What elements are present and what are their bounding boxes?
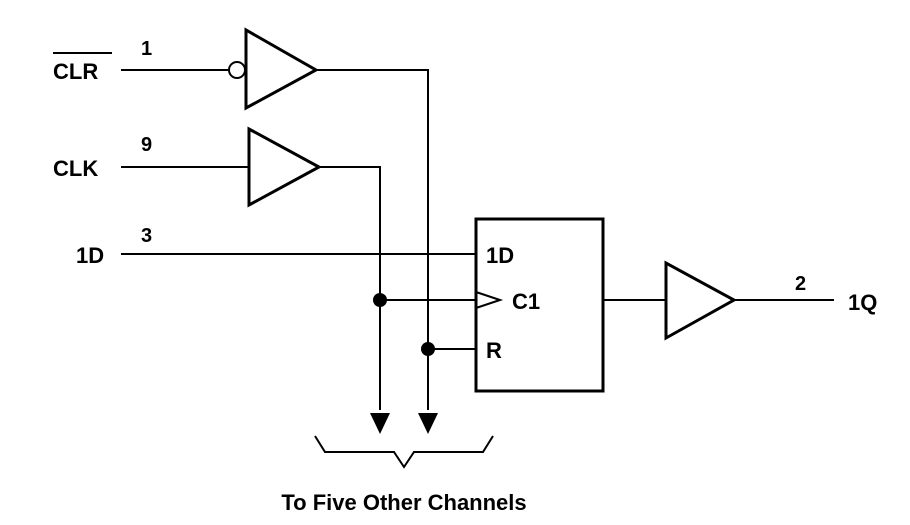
clock-arrow-down [370, 413, 390, 434]
clock-edge-indicator [475, 291, 504, 309]
clr-label: CLR [53, 59, 98, 84]
q-pin-number: 2 [795, 273, 806, 295]
clk-pin-number: 9 [141, 134, 152, 156]
flipflop-box [474, 217, 605, 393]
clk-output-wire [319, 166, 381, 410]
q-label: 1Q [848, 290, 877, 315]
flipflop-clock-input-label: C1 [512, 289, 540, 314]
flipflop-d-input-label: 1D [486, 243, 514, 268]
clock-junction-dot [373, 293, 387, 307]
d-label: 1D [76, 243, 104, 268]
clr-buffer-triangle [244, 27, 320, 111]
caption-text: To Five Other Channels [281, 490, 526, 515]
clr-pin-number: 1 [141, 38, 152, 60]
clr-output-wire [316, 69, 429, 410]
output-buffer-triangle [664, 260, 738, 341]
clk-label: CLK [53, 156, 98, 181]
clk-buffer-triangle [247, 126, 323, 208]
flipflop-reset-input-label: R [486, 338, 502, 363]
channel-brace [314, 435, 494, 469]
clr-inversion-bubble [228, 61, 246, 79]
d-pin-number: 3 [141, 225, 152, 247]
reset-junction-dot [421, 342, 435, 356]
clear-arrow-down [418, 413, 438, 434]
